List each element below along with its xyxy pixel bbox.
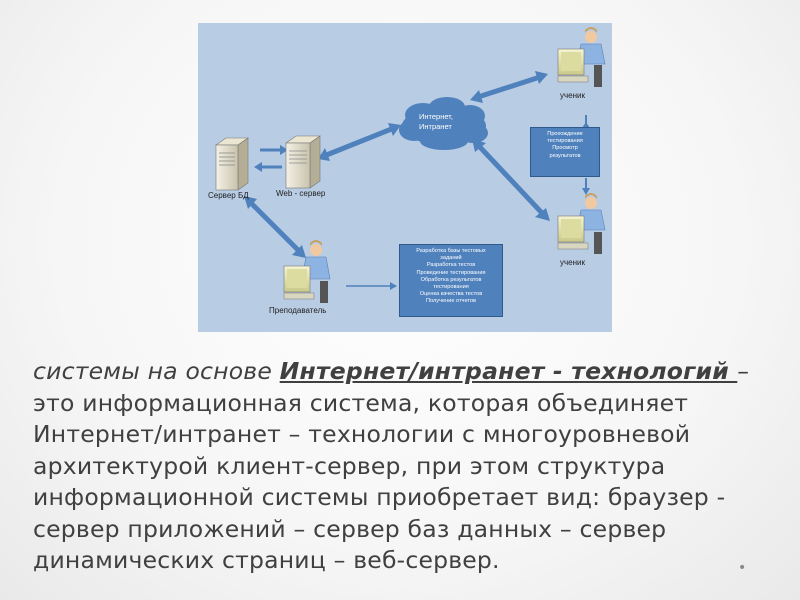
definition-text: – это информационная система, которая об… — [33, 357, 750, 574]
cloud-label-line1: Интернет, — [419, 112, 453, 121]
arrow-student-box — [582, 115, 590, 195]
teacher-box-line: Оценка качества тестов — [419, 291, 483, 298]
student-actions-box: Прохождение тестирования Просмотр резуль… — [530, 127, 600, 177]
arrow-teacher-box — [346, 282, 397, 290]
internet-cloud — [399, 97, 488, 150]
student-box-line: результатов — [549, 152, 581, 159]
slide-body-text: системы на основе Интернет/интранет - те… — [33, 356, 793, 577]
cloud-label: Интернет, Интранет — [419, 112, 453, 132]
db-server-icon — [215, 137, 249, 191]
teacher-box-line: заданий — [440, 255, 462, 262]
student-box-line: Прохождение — [547, 131, 583, 137]
teacher-box-line: Получение отчетов — [426, 298, 476, 305]
teacher-box-line: Разработка тестов — [426, 262, 476, 269]
web-server-label: Web - сервер — [276, 189, 326, 198]
student-bottom-icon — [557, 193, 606, 254]
arrow-cloud-student-top — [470, 71, 548, 103]
teacher-box-line: Разработка базы тестовых — [416, 248, 486, 254]
student-top-label: ученик — [560, 91, 586, 100]
web-server-icon — [285, 135, 321, 189]
teacher-box-line: Проведение тестирования — [416, 269, 486, 276]
intro-text: системы на основе — [33, 357, 280, 385]
teacher-box-line: Обработка результатов — [420, 276, 482, 283]
arrow-cloud-student-bottom — [472, 139, 550, 221]
network-diagram: Интернет, Интранет Сервер БД Web - серве… — [198, 23, 612, 332]
term-text: Интернет/интранет - технологий — [279, 357, 738, 385]
teacher-icon — [283, 240, 331, 303]
student-box-line: Просмотр — [552, 145, 578, 152]
teacher-label: Преподаватель — [269, 306, 327, 315]
student-box-line: тестирования — [547, 138, 583, 145]
cloud-label-line2: Интранет — [419, 122, 452, 131]
arrow-db-web — [254, 145, 288, 172]
arrow-web-cloud — [318, 123, 401, 161]
teacher-actions-box: Разработка базы тестовых заданий Разрабо… — [399, 244, 503, 317]
teacher-box-line: тестирования — [433, 284, 469, 291]
slide-number-dot: • — [738, 560, 747, 576]
student-top-icon — [557, 27, 606, 87]
db-server-label: Сервер БД — [208, 191, 249, 200]
diagram-graphics — [215, 27, 606, 303]
student-bottom-label: ученик — [560, 258, 586, 267]
arrow-db-teacher — [244, 196, 306, 258]
